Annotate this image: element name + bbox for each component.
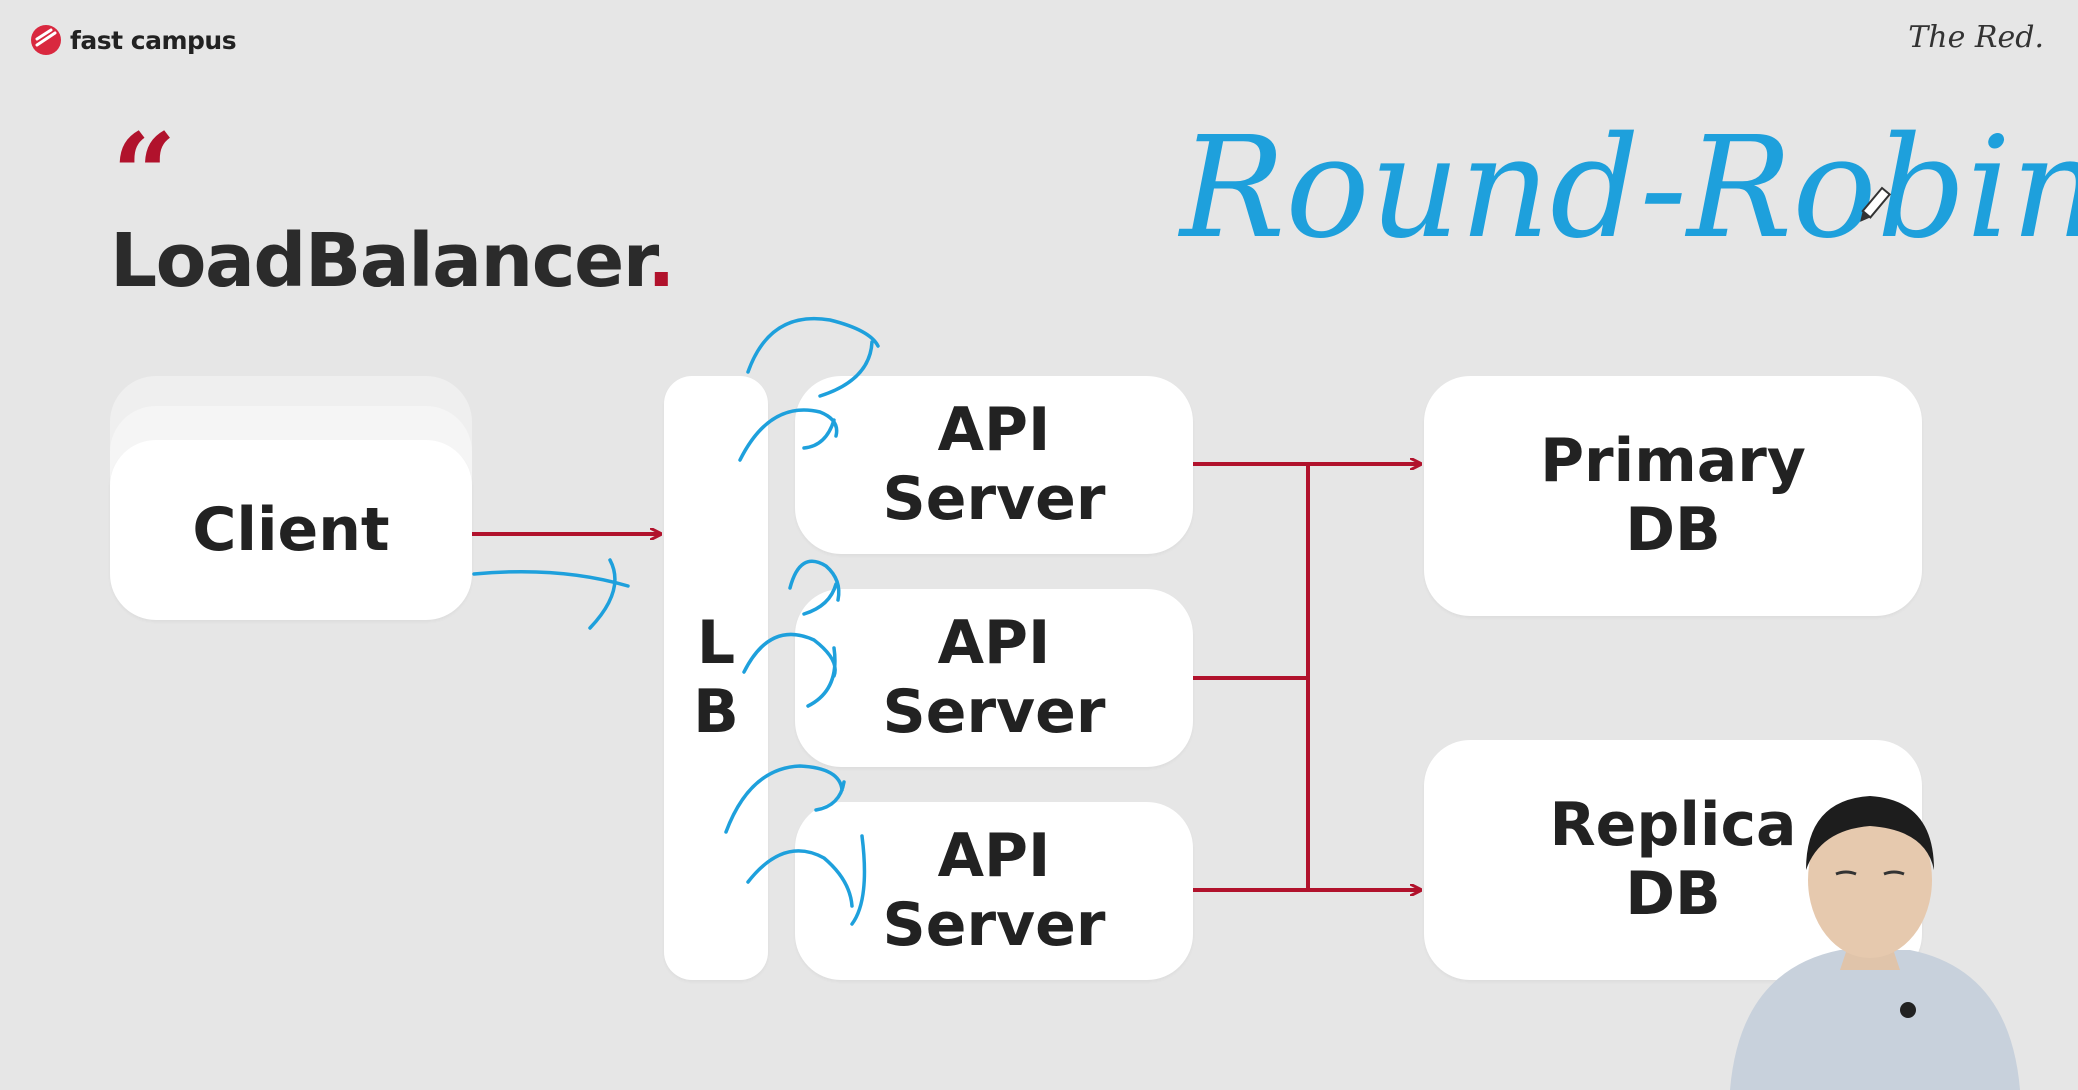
api-server-2-label: API Server [882,608,1106,747]
load-balancer-label: L B [693,608,739,747]
quote-mark: “ [112,110,177,241]
handwritten-loop-1b [738,408,839,462]
api-server-2-box: API Server [795,589,1193,767]
handwritten-loop-3a [724,764,846,834]
handwritten-client-arrow [472,558,630,630]
api-server-3-label: API Server [882,821,1106,960]
presenter-face [1808,802,1932,958]
presenter-shirt [1730,950,2020,1090]
page-title-text: LoadBalancer [110,218,649,304]
lapel-mic-icon [1900,1002,1916,1018]
api-server-3-box: API Server [795,802,1193,980]
api-server-1-box: API Server [795,376,1193,554]
client-label: Client [192,494,390,565]
presenter-hair [1806,796,1934,870]
primary-db-box: Primary DB [1424,376,1922,616]
handwritten-loop-2b [742,632,837,708]
brand-logo: fast campus [30,24,237,56]
handwritten-loop-2a [788,559,841,616]
page-title: LoadBalancer. [110,218,675,304]
connector-lines [472,464,1420,890]
replica-db-label: Replica DB [1549,790,1797,929]
round-robin-annotation: Round-Robin [1177,107,2078,270]
primary-db-label: Primary DB [1540,426,1806,565]
client-box: Client [110,440,472,620]
fastcampus-logo-icon [31,25,61,55]
handwritten-strokes [472,316,880,926]
page-title-dot: . [647,218,675,304]
presenter-video [1730,796,2020,1090]
brand-name: fast campus [70,25,237,55]
handwritten-loop-3b [746,834,867,926]
pen-cursor-icon [1860,186,1892,222]
handwritten-loop-1a [746,316,880,398]
api-server-1-label: API Server [882,395,1106,534]
signature: The Red. [1908,20,2044,55]
presenter-eyes [1835,870,1905,876]
